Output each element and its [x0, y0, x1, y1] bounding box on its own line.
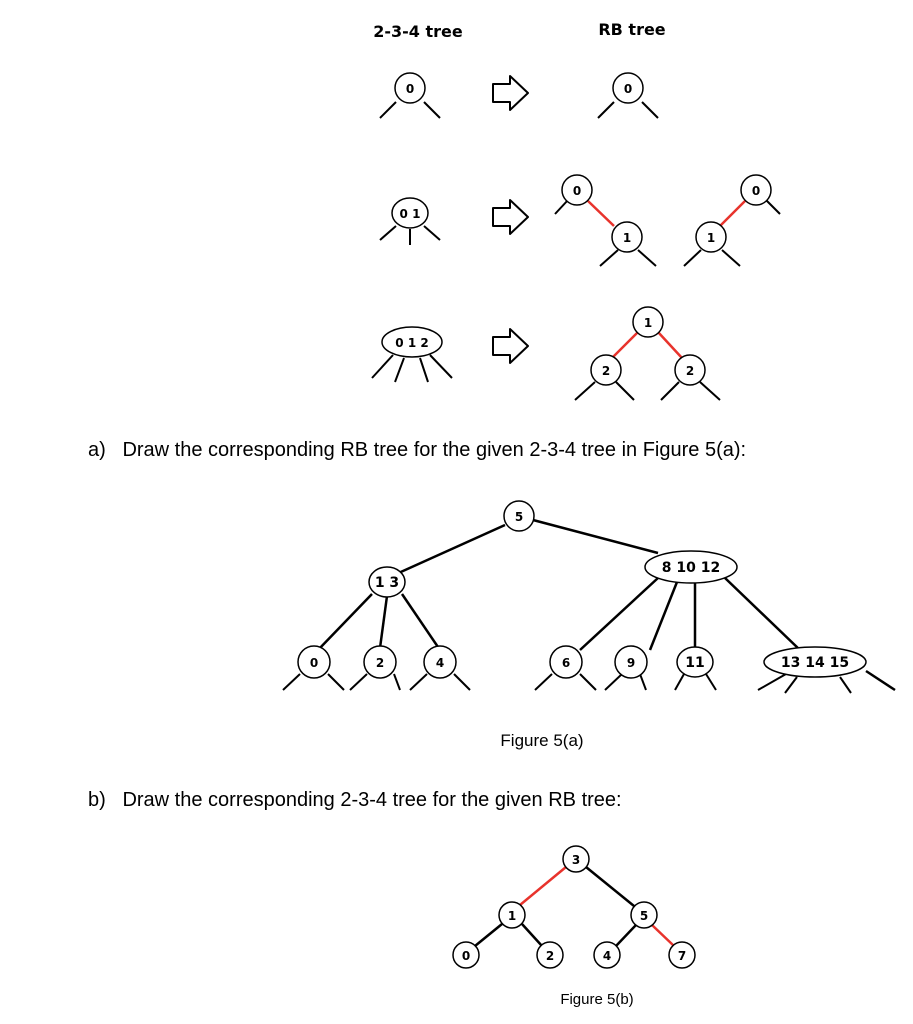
svg-text:6: 6 [562, 656, 570, 670]
fig5b-node-7: 7 [668, 941, 696, 969]
figure-5b-caption: Figure 5(b) [560, 991, 633, 1008]
svg-text:5: 5 [515, 510, 523, 524]
svg-text:1: 1 [623, 231, 631, 245]
fig5a-leaf-6: 6 [549, 645, 583, 679]
arrow-icon [492, 199, 529, 235]
svg-text:2: 2 [376, 656, 384, 670]
fig5b-node-3: 3 [562, 845, 590, 873]
figure-5a-caption: Figure 5(a) [500, 731, 583, 750]
svg-text:1 3: 1 3 [375, 575, 399, 591]
fig5b-node-2: 2 [536, 941, 564, 969]
fig5b-node-4: 4 [593, 941, 621, 969]
svg-text:7: 7 [678, 949, 686, 963]
svg-text:0 1: 0 1 [400, 207, 421, 221]
legend-header-234: 2-3-4 tree [373, 22, 463, 41]
svg-text:0: 0 [406, 82, 414, 96]
svg-text:0: 0 [624, 82, 632, 96]
legend-row1-234-node: 0 [379, 72, 441, 119]
fig5a-leaf-4: 4 [423, 645, 457, 679]
legend-row2-234-node: 0 1 [379, 197, 441, 245]
svg-text:5: 5 [640, 909, 648, 923]
svg-text:1: 1 [508, 909, 516, 923]
fig5a-node-root: 5 [503, 500, 535, 532]
svg-text:0: 0 [752, 184, 760, 198]
fig5a-leaf-11: 11 [676, 646, 714, 678]
figure-5b-edges [474, 866, 675, 947]
fig5a-leaf-13-14-15: 13 14 15 [763, 646, 867, 678]
legend-row3-rb-node: 1 2 2 [574, 306, 721, 401]
legend-row2-rb-left-lean: 0 1 [554, 174, 657, 267]
fig5b-node-0: 0 [452, 941, 480, 969]
fig5a-leaf-0: 0 [297, 645, 331, 679]
svg-text:3: 3 [572, 853, 580, 867]
question-b: b) Draw the corresponding 2-3-4 tree for… [88, 789, 622, 811]
svg-text:2: 2 [686, 364, 694, 378]
svg-text:0: 0 [573, 184, 581, 198]
svg-text:2: 2 [602, 364, 610, 378]
legend-row2-rb-right-lean: 0 1 [683, 174, 781, 267]
svg-text:1: 1 [644, 316, 652, 330]
question-a: a) Draw the corresponding RB tree for th… [88, 439, 746, 461]
svg-text:4: 4 [603, 949, 611, 963]
fig5a-leaf-9: 9 [614, 645, 648, 679]
svg-text:0: 0 [462, 949, 470, 963]
svg-text:0: 0 [310, 656, 318, 670]
fig5a-node-right: 8 10 12 [644, 550, 738, 584]
arrow-icon [492, 75, 529, 111]
svg-text:0 1 2: 0 1 2 [395, 336, 428, 350]
figure-5a-edges [282, 518, 896, 694]
legend-row1-rb-node: 0 [597, 72, 659, 119]
arrow-icon [492, 328, 529, 364]
legend-row3-234-node: 0 1 2 [371, 326, 453, 383]
svg-text:4: 4 [436, 656, 444, 670]
svg-text:2: 2 [546, 949, 554, 963]
svg-text:13 14 15: 13 14 15 [781, 655, 849, 671]
svg-text:9: 9 [627, 656, 635, 670]
svg-text:11: 11 [685, 655, 704, 671]
fig5a-node-left: 1 3 [368, 566, 406, 598]
svg-text:8 10 12: 8 10 12 [662, 560, 720, 576]
fig5b-node-1: 1 [498, 901, 526, 929]
fig5b-node-5: 5 [630, 901, 658, 929]
svg-text:1: 1 [707, 231, 715, 245]
legend-header-rb: RB tree [598, 20, 665, 39]
fig5a-leaf-2: 2 [363, 645, 397, 679]
